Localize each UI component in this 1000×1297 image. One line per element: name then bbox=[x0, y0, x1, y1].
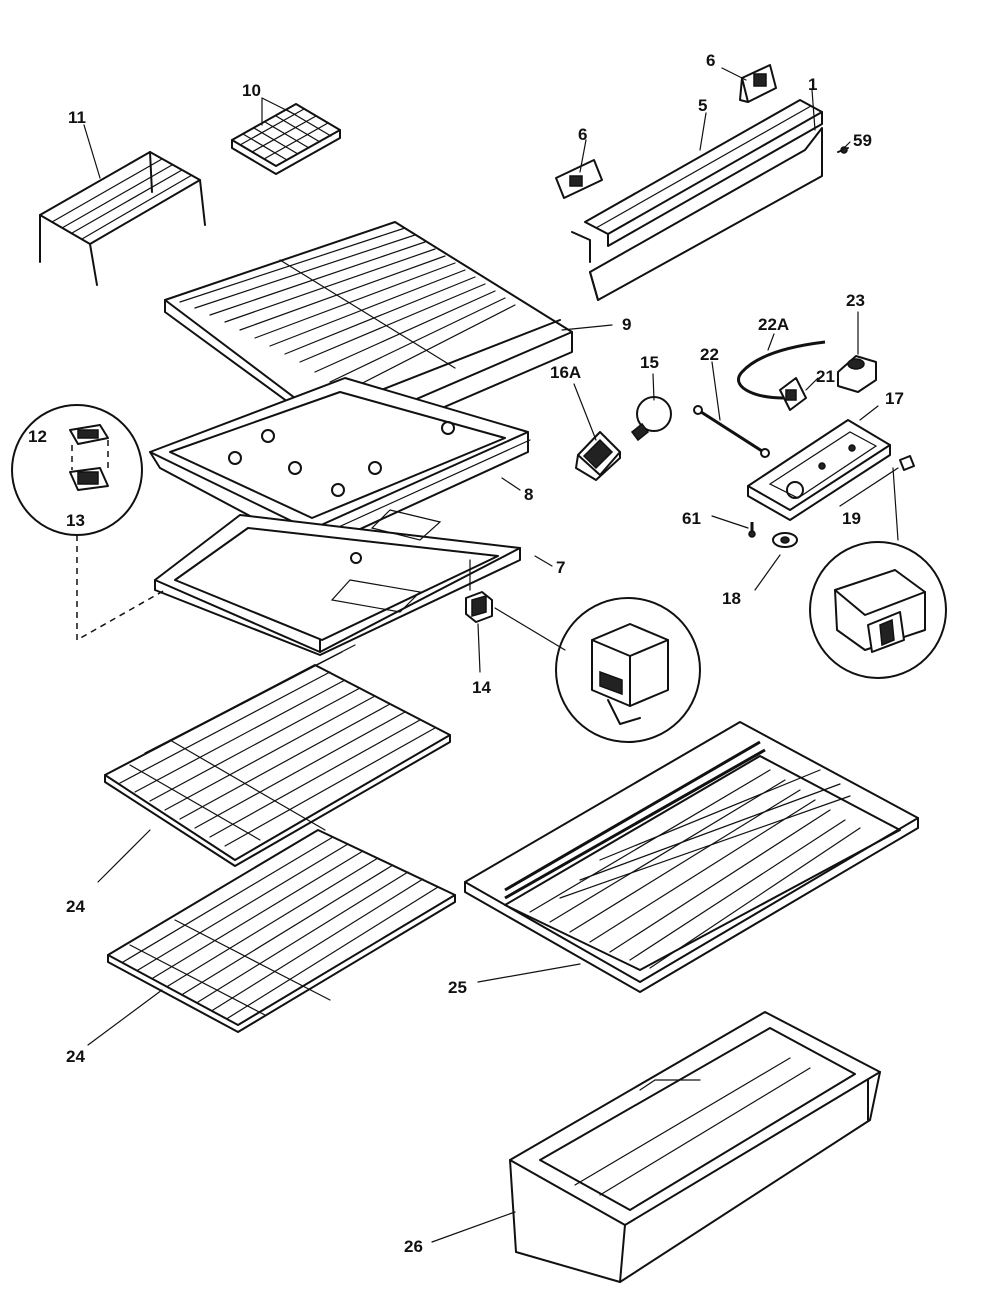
label-59: 59 bbox=[853, 131, 872, 150]
part-6-bracket-lower bbox=[555, 159, 603, 199]
label-10: 10 bbox=[242, 81, 261, 100]
label-61: 61 bbox=[682, 509, 701, 528]
label-5: 5 bbox=[698, 96, 707, 115]
part-61-screw bbox=[748, 522, 756, 538]
part-22-rod bbox=[693, 405, 770, 458]
part-25-crisper-cover bbox=[464, 721, 919, 993]
label-6-lower: 6 bbox=[578, 125, 587, 144]
part-7-pan bbox=[154, 509, 521, 656]
part-24-wire-shelf-upper bbox=[104, 644, 451, 867]
label-24-lower: 24 bbox=[66, 1047, 85, 1066]
part-17-control-housing bbox=[747, 419, 891, 521]
label-8: 8 bbox=[524, 485, 533, 504]
label-11: 11 bbox=[68, 108, 86, 127]
part-59-screw bbox=[837, 146, 849, 154]
label-1: 1 bbox=[808, 75, 817, 94]
label-14: 14 bbox=[472, 678, 491, 697]
part-15-bulb bbox=[630, 396, 672, 442]
part-14-connector bbox=[465, 559, 701, 743]
part-23-thermostat bbox=[837, 355, 877, 393]
label-9: 9 bbox=[622, 315, 631, 334]
label-6-upper: 6 bbox=[706, 51, 715, 70]
label-24-upper: 24 bbox=[66, 897, 85, 916]
part-16A-light-socket bbox=[575, 431, 621, 481]
label-25: 25 bbox=[448, 978, 467, 997]
part-26-crisper-drawer bbox=[509, 1011, 881, 1283]
part-19-switch bbox=[809, 455, 947, 679]
label-19: 19 bbox=[842, 509, 861, 528]
part-8-frame bbox=[149, 377, 531, 553]
part-labels: 11 10 6 6 5 1 59 9 22A 23 16A 15 22 21 1… bbox=[28, 51, 904, 1256]
part-22A-wire bbox=[737, 340, 826, 400]
label-23: 23 bbox=[846, 291, 865, 310]
label-15: 15 bbox=[640, 353, 659, 372]
label-17: 17 bbox=[885, 389, 904, 408]
label-18: 18 bbox=[722, 589, 741, 608]
label-12: 12 bbox=[28, 427, 47, 446]
label-22A: 22A bbox=[758, 315, 789, 334]
label-21: 21 bbox=[816, 367, 835, 386]
label-16A: 16A bbox=[550, 363, 581, 382]
label-7: 7 bbox=[556, 558, 565, 577]
part-6-bracket-upper bbox=[739, 64, 777, 103]
part-18-washer bbox=[772, 532, 798, 548]
label-13: 13 bbox=[66, 511, 85, 530]
part-24-wire-shelf-lower bbox=[107, 829, 456, 1033]
part-21-cap bbox=[779, 377, 807, 411]
label-26: 26 bbox=[404, 1237, 423, 1256]
detail-12-13-circle bbox=[11, 404, 166, 642]
part-11-wire-stand bbox=[39, 151, 206, 286]
part-10-ice-tray bbox=[231, 103, 341, 175]
leader-lines bbox=[83, 67, 899, 1243]
label-22: 22 bbox=[700, 345, 719, 364]
part-5-trim-strip bbox=[571, 99, 823, 301]
